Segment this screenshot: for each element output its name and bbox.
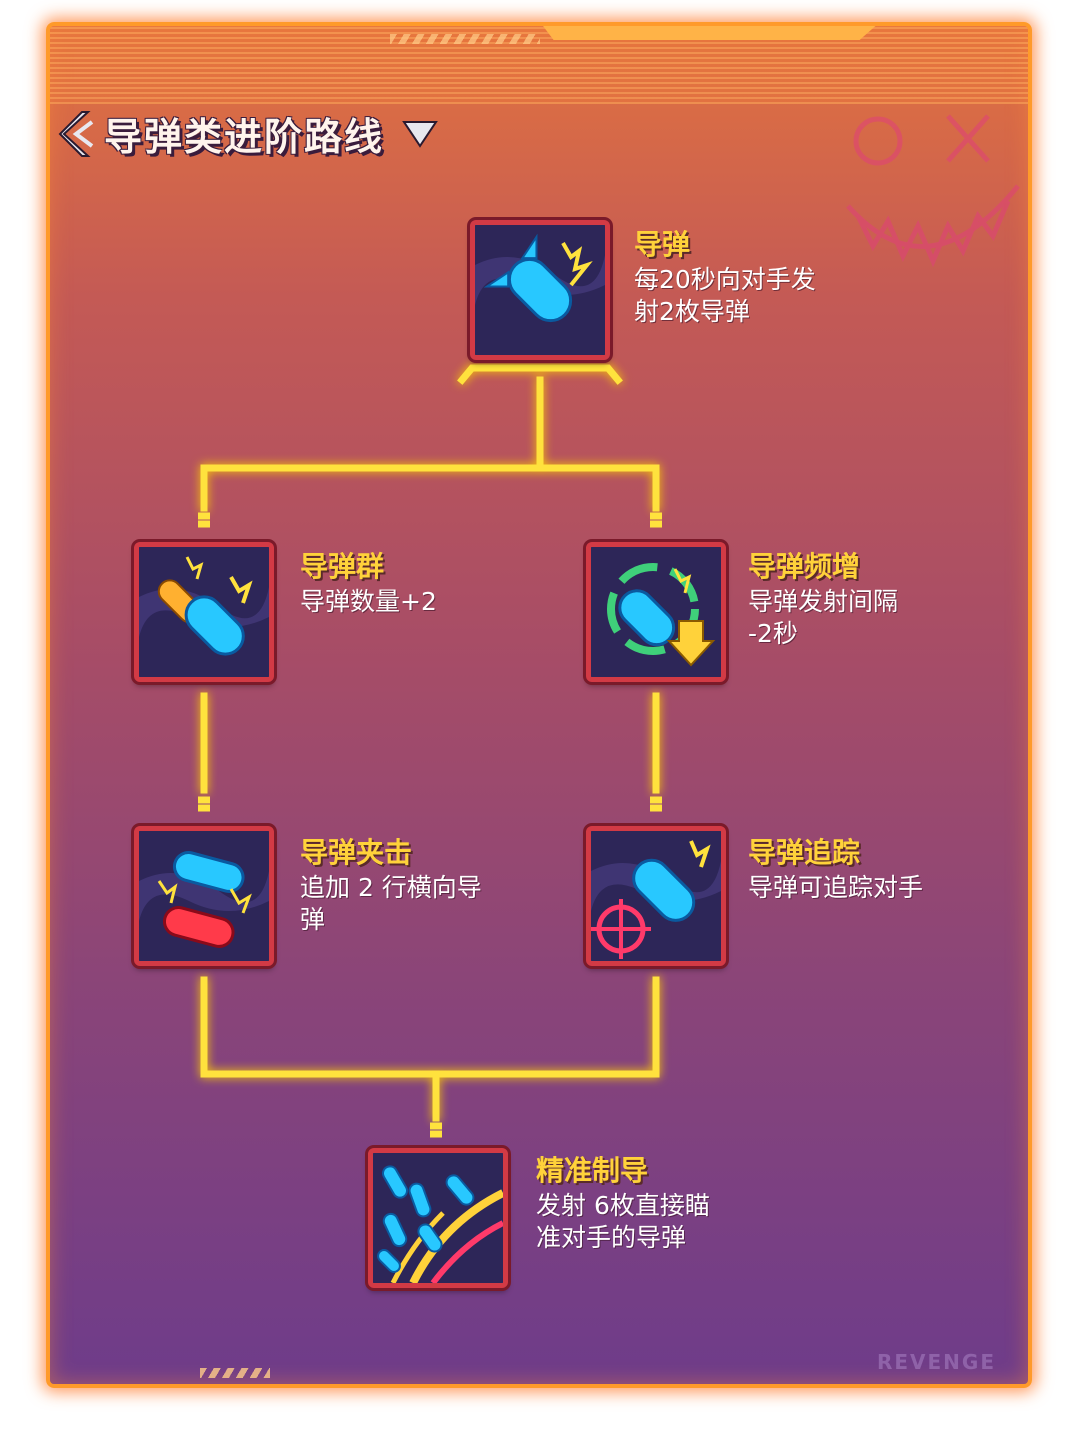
skill-node-missile[interactable] — [470, 220, 610, 360]
skill-desc-line: 追加 2 行横向导 — [300, 873, 482, 902]
chevron-left-icon[interactable] — [58, 108, 94, 160]
skill-node-missile-swarm[interactable] — [134, 542, 274, 682]
skill-info-missile: 导弹 每20秒向对手发 射2枚导弹 — [634, 226, 874, 328]
skill-node-precision-guidance[interactable] — [368, 1148, 508, 1288]
skill-name: 导弹夹击 — [300, 836, 413, 869]
skill-info-missile-rate: 导弹频增 导弹发射间隔 -2秒 — [748, 548, 988, 650]
missile-swarm-icon — [134, 542, 274, 682]
skill-desc-line: -2秒 — [748, 619, 798, 648]
skill-desc-line: 每20秒向对手发 — [634, 265, 816, 294]
skill-info-missile-tracking: 导弹追踪 导弹可追踪对手 — [748, 834, 988, 904]
skill-desc-line: 准对手的导弹 — [536, 1223, 687, 1252]
skill-node-missile-pincer[interactable] — [134, 826, 274, 966]
skill-name: 导弹追踪 — [748, 836, 861, 869]
skill-info-missile-swarm: 导弹群 导弹数量+2 — [300, 548, 540, 618]
graffiti-face-icon — [846, 114, 1020, 268]
skill-desc-line: 发射 6枚直接瞄 — [536, 1191, 710, 1220]
watermark-text: REVENGE — [876, 1350, 996, 1374]
skill-name: 导弹 — [634, 228, 691, 261]
top-notch-decoration — [540, 26, 880, 40]
missile-rate-icon — [586, 542, 726, 682]
skill-name: 导弹群 — [300, 550, 385, 583]
skill-node-missile-rate[interactable] — [586, 542, 726, 682]
missile-pincer-icon — [134, 826, 274, 966]
skill-desc-line: 导弹可追踪对手 — [748, 873, 924, 902]
skill-desc-line: 导弹发射间隔 — [748, 587, 899, 616]
skill-desc-line: 射2枚导弹 — [634, 297, 750, 326]
skill-name: 导弹频增 — [748, 550, 861, 583]
skill-info-precision-guidance: 精准制导 发射 6枚直接瞄 准对手的导弹 — [536, 1152, 776, 1254]
dropdown-triangle-icon[interactable] — [402, 120, 438, 148]
skill-desc-line: 弹 — [300, 905, 326, 934]
skill-name: 精准制导 — [536, 1154, 649, 1187]
skill-node-missile-tracking[interactable] — [586, 826, 726, 966]
precision-guidance-icon — [368, 1148, 508, 1288]
missile-icon — [470, 220, 610, 360]
skill-info-missile-pincer: 导弹夹击 追加 2 行横向导 弹 — [300, 834, 540, 936]
page-title: 导弹类进阶路线 — [104, 115, 385, 159]
page-header: 导弹类进阶路线 — [58, 106, 438, 161]
missile-tracking-icon — [586, 826, 726, 966]
stripe-decoration — [390, 34, 540, 44]
skill-desc-line: 导弹数量+2 — [300, 587, 437, 616]
stripe-decoration-bottom — [200, 1368, 270, 1378]
